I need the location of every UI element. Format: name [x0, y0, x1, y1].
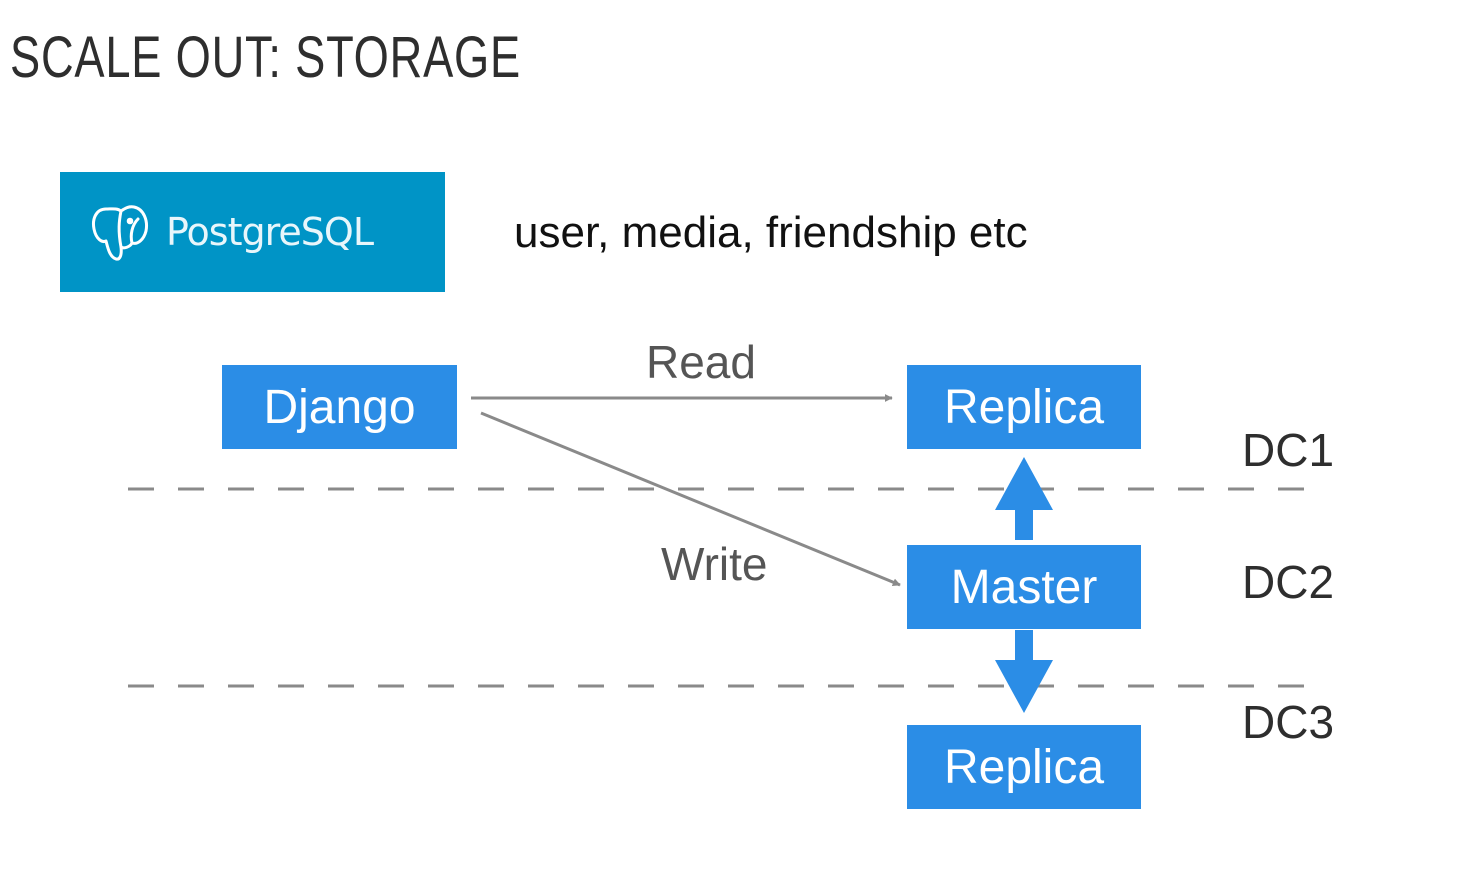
slide-title: SCALE OUT: STORAGE: [10, 25, 521, 90]
postgresql-logo: PostgreSQL: [60, 172, 445, 292]
master-node-dc2: Master: [907, 545, 1141, 629]
elephant-icon: [92, 205, 148, 261]
replica-node-dc1: Replica: [907, 365, 1141, 449]
dc1-label: DC1: [1242, 424, 1335, 476]
storage-caption: user, media, friendship etc: [514, 208, 1028, 257]
replication-arrow-up: [995, 457, 1053, 540]
replica-node-dc3: Replica: [907, 725, 1141, 809]
dc2-label: DC2: [1242, 556, 1335, 608]
dc3-label: DC3: [1242, 696, 1335, 748]
write-label: Write: [661, 538, 768, 590]
postgresql-logo-text: PostgreSQL: [166, 210, 374, 254]
read-label: Read: [646, 336, 756, 388]
django-node: Django: [222, 365, 457, 449]
replication-arrow-down: [995, 630, 1053, 713]
